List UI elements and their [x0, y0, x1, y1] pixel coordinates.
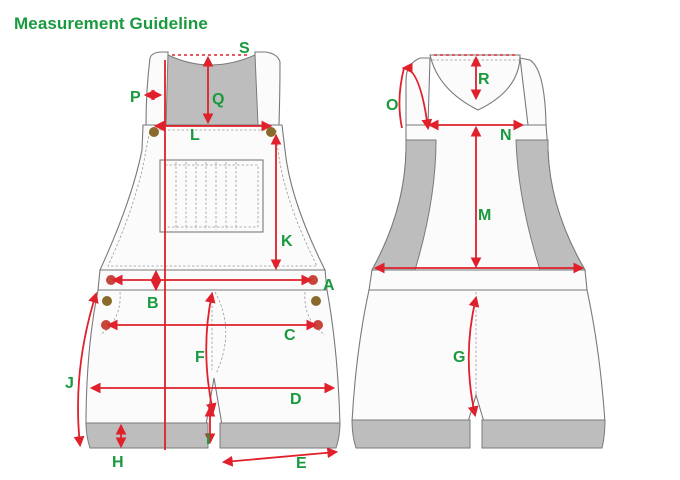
- label-D: D: [290, 391, 302, 408]
- front-strap-right: [254, 51, 281, 126]
- label-K: K: [281, 233, 293, 250]
- measure-J: [73, 291, 99, 448]
- measure-O: [401, 62, 433, 131]
- label-A: A: [323, 277, 335, 294]
- front-bib-pocket: [159, 159, 264, 233]
- measure-G: [467, 295, 480, 418]
- front-cuff-right: [219, 422, 341, 449]
- label-N: N: [500, 127, 512, 144]
- label-O: O: [386, 97, 398, 114]
- back-cuff-right: [481, 419, 606, 449]
- label-M: M: [478, 207, 491, 224]
- label-H: H: [112, 454, 124, 471]
- button-bib-left: [149, 127, 159, 137]
- label-S: S: [239, 40, 250, 57]
- label-Q: Q: [212, 91, 224, 108]
- rivet-right: [311, 296, 321, 306]
- back-shorts: [351, 289, 606, 423]
- front-inner-back: [165, 54, 259, 126]
- label-R: R: [478, 71, 490, 88]
- measure-O-back: [398, 67, 405, 129]
- front-shorts: [85, 289, 341, 426]
- back-yoke: [429, 54, 521, 111]
- label-C: C: [284, 327, 296, 344]
- back-strap-right: [519, 57, 547, 126]
- label-L: L: [190, 127, 200, 144]
- measurement-labels: S P Q L K A B C J F D H I E R O N M G: [65, 40, 512, 472]
- rivet-left: [102, 296, 112, 306]
- label-E: E: [296, 455, 307, 472]
- button-bib-right: [266, 127, 276, 137]
- front-measurements: [73, 54, 339, 467]
- measure-E: [221, 447, 339, 467]
- measure-F: [204, 291, 217, 415]
- label-G: G: [453, 349, 465, 366]
- front-cuff-left: [85, 422, 209, 449]
- label-F: F: [195, 349, 205, 366]
- label-J: J: [65, 375, 74, 392]
- back-waistband: [368, 269, 588, 291]
- back-measurements: [373, 54, 585, 418]
- back-cuff-left: [351, 419, 471, 449]
- label-P: P: [130, 89, 141, 106]
- label-B: B: [147, 295, 159, 312]
- diagram-title: Measurement Guideline: [14, 14, 208, 33]
- label-I: I: [206, 431, 210, 448]
